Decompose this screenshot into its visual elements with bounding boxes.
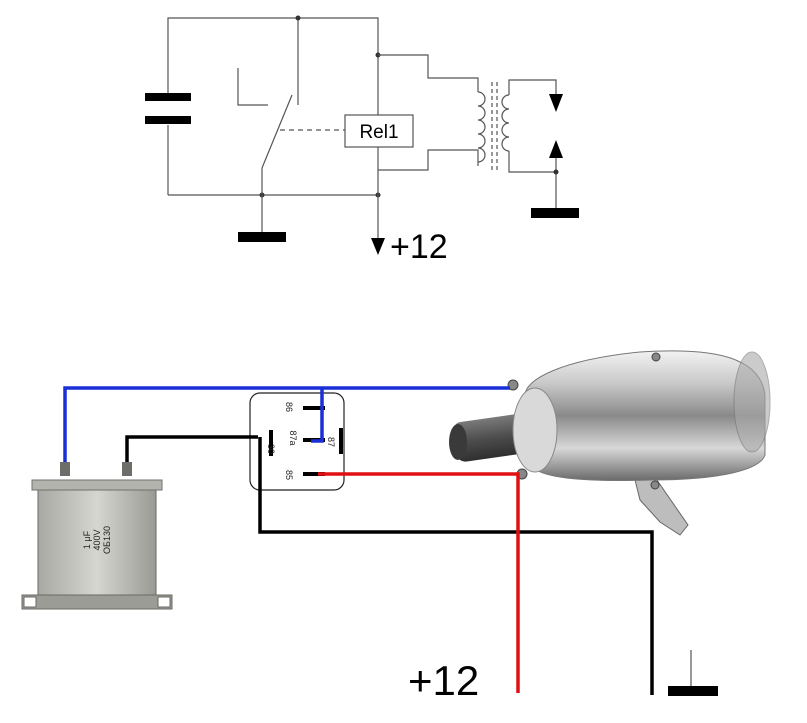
wire-red bbox=[318, 472, 520, 693]
wire-blue bbox=[63, 386, 510, 462]
spark-gap-arrow-up-icon bbox=[549, 140, 563, 158]
ground-symbol bbox=[668, 650, 718, 696]
ignition-coil bbox=[449, 350, 771, 536]
wiring-supply-label: +12 bbox=[408, 657, 479, 704]
spark-gap-arrow-down-icon bbox=[549, 94, 563, 112]
junction-dot bbox=[295, 15, 301, 21]
capacitor-marking: 1 μF bbox=[82, 530, 92, 549]
wiring-diagram: 86 87a 87 30 85 1 μF 400V ОБ130 bbox=[21, 350, 771, 704]
relay-coil: Rel1 bbox=[344, 114, 414, 195]
relay-pin-label: 86 bbox=[284, 402, 294, 412]
ground-bar bbox=[238, 232, 286, 242]
relay-pin-label: 30 bbox=[266, 444, 276, 454]
wire-black-capacitor bbox=[125, 435, 258, 462]
supply-arrow-icon bbox=[371, 238, 385, 255]
wire-blue-relay bbox=[311, 388, 324, 443]
schematic-supply-label: +12 bbox=[390, 228, 448, 266]
relay-switch-symbol bbox=[237, 68, 345, 232]
wire-black-ground bbox=[258, 437, 654, 695]
relay-label: Rel1 bbox=[359, 122, 398, 143]
capacitor: 1 μF 400V ОБ130 bbox=[21, 462, 173, 610]
relay-pin-label: 85 bbox=[284, 470, 294, 480]
ground-bar bbox=[531, 208, 579, 218]
schematic-wire-top bbox=[167, 17, 379, 117]
relay-pin-label: 87 bbox=[326, 437, 336, 447]
capacitor-marking: ОБ130 bbox=[102, 526, 112, 554]
relay-pin-label: 87a bbox=[288, 430, 298, 445]
schematic: Rel1 +12 bbox=[145, 15, 579, 266]
capacitor-symbol bbox=[145, 93, 191, 124]
capacitor-marking: 400V bbox=[92, 529, 102, 550]
ignition-coil-symbol bbox=[378, 54, 563, 208]
